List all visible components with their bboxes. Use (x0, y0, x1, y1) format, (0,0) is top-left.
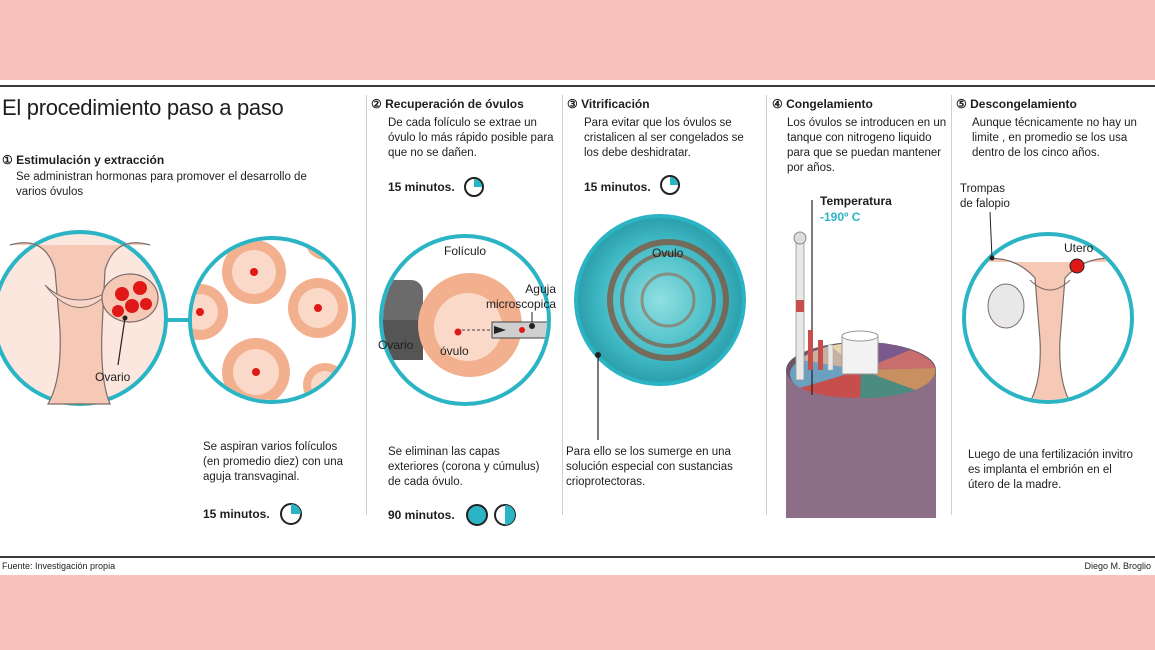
step-5-number: ⑤ (956, 97, 967, 111)
step-5-heading: ⑤ Descongelamiento (956, 97, 1077, 112)
step-2-name: Recuperación de óvulos (385, 97, 524, 111)
step-5-caption: Luego de una fertilización invitro es im… (968, 449, 1133, 491)
step-2-time: 15 minutos. (388, 180, 455, 194)
label-ovulo-vitrificacion: Ovulo (652, 246, 684, 260)
clock-icon (280, 503, 302, 525)
source-credit: Fuente: Investigación propia (2, 561, 116, 571)
author-credit: Diego M. Broglio (1084, 561, 1151, 571)
step-3-caption: Para ello se los sumerge en una solución… (566, 446, 733, 488)
clock-icon (670, 177, 678, 185)
step-5-text: Aunque técnicamente no hay un limite , e… (972, 117, 1137, 159)
follicle-needle-illustration (379, 234, 551, 406)
label-ovario: Ovario (95, 370, 131, 384)
vitrification-illustration (574, 214, 746, 440)
label-foliculo: Folículo (444, 244, 487, 258)
clock-icon (474, 179, 482, 187)
step-1-time: 15 minutos. (203, 507, 270, 521)
nitrogen-tank-illustration (786, 200, 936, 518)
step-5-name: Descongelamiento (970, 97, 1077, 111)
page-title: El procedimiento paso a paso (2, 95, 284, 120)
step-4-text: Los óvulos se introducen en un tanque co… (787, 117, 947, 174)
step-1-heading: ① Estimulación y extracción (2, 153, 164, 168)
temperature-label: Temperatura (820, 194, 892, 208)
label-utero: Utero (1064, 241, 1094, 255)
step-1-number: ① (2, 153, 13, 167)
clock-icon (466, 504, 516, 526)
column-divider (366, 95, 367, 515)
step-2-number: ② (371, 97, 382, 111)
column-divider (562, 95, 563, 515)
uterus-ovary-illustration (0, 230, 168, 406)
step-3-time: 15 minutos. (584, 180, 651, 194)
step-2-heading: ② Recuperación de óvulos (371, 97, 524, 112)
step-4-number: ④ (772, 97, 783, 111)
step-1-text: Se administran hormonas para promover el… (16, 171, 307, 198)
column-divider (766, 95, 767, 515)
step-3-number: ③ (567, 97, 578, 111)
step-2-time-bottom: 90 minutos. (388, 508, 455, 522)
step-4-name: Congelamiento (786, 97, 873, 111)
label-aguja: Aguja microscopica (485, 282, 556, 311)
bottom-rule (0, 556, 1155, 558)
uterus-implant-illustration (962, 211, 1134, 404)
step-3-name: Vitrificación (581, 97, 650, 111)
label-ovario-2: Ovario (378, 338, 414, 352)
step-1-caption: Se aspiran varios folículos (en promedio… (203, 441, 343, 483)
step-2-text: De cada folículo se extrae un óvulo lo m… (388, 117, 554, 159)
temperature-value: -190º C (820, 210, 861, 224)
top-rule (0, 85, 1155, 87)
step-4-heading: ④ Congelamiento (772, 97, 873, 112)
step-1-name: Estimulación y extracción (16, 153, 165, 167)
label-ovulo: óvulo (440, 344, 469, 358)
step-2-caption: Se eliminan las capas exteriores (corona… (388, 446, 540, 488)
step-3-text: Para evitar que los óvulos se cristalice… (584, 117, 744, 159)
label-trompas: Trompas de falopio (960, 183, 1010, 210)
follicles-illustration (188, 236, 356, 404)
step-3-heading: ③ Vitrificación (567, 97, 650, 112)
column-divider (951, 95, 952, 515)
